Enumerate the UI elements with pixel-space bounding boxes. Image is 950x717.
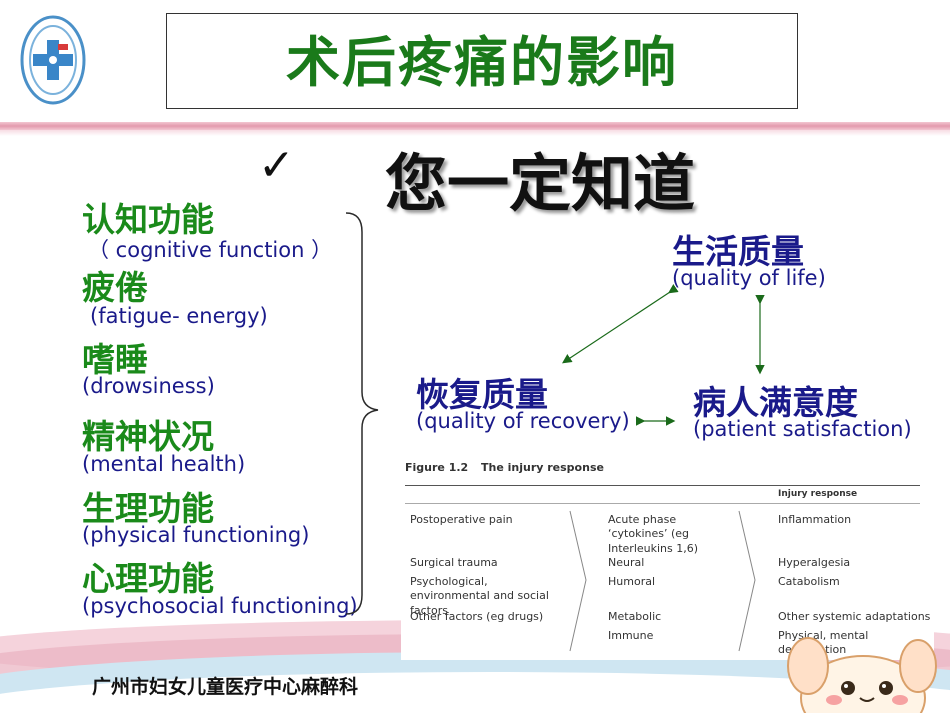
effect-zh-psychosocial: 心理功能	[82, 559, 214, 598]
footer-department: 广州市妇女儿童医疗中心麻醉科	[92, 676, 359, 698]
figure-caption-number: Figure 1.2	[405, 461, 469, 474]
recovery-en: (quality of recovery)	[416, 409, 630, 433]
quality-of-life-en: (quality of life)	[672, 266, 826, 290]
figure-col1-item: Other factors (eg drugs)	[410, 610, 544, 623]
effect-en-mental: (mental health)	[82, 452, 246, 476]
satisfaction-zh: 病人满意度	[693, 383, 858, 422]
figure-col2-item: Acute phase ‘cytokines’ (eg Interleukins…	[608, 513, 699, 555]
header-band-shadow	[0, 130, 950, 136]
figure-header-rule	[405, 503, 920, 504]
checkmark-icon: ✓	[258, 140, 295, 191]
title-box	[166, 13, 798, 109]
figure-col2-item: Metabolic	[608, 610, 662, 623]
figure-col1-item: Surgical trauma	[410, 556, 498, 569]
figure-col3-item: Other systemic adaptations	[778, 610, 931, 623]
effect-en-drowsiness: (drowsiness)	[82, 374, 215, 398]
figure-col1-item: Postoperative pain	[410, 513, 513, 526]
figure-col1-item: Psychological, environmental and social …	[410, 575, 549, 617]
figure-col3-item: Hyperalgesia	[778, 556, 851, 569]
effect-en-fatigue: (fatigue- energy)	[90, 304, 268, 328]
figure-col2-item: Neural	[608, 556, 645, 569]
effect-zh-mental: 精神状况	[82, 417, 214, 456]
figure-top-rule	[405, 485, 920, 486]
injury-response-figure: Figure 1.2 The injury response Injury re…	[401, 455, 934, 660]
effect-zh-fatigue: 疲倦	[82, 268, 148, 307]
effect-en-psychosocial: (psychosocial functioning)	[82, 594, 358, 618]
quality-of-life-zh: 生活质量	[672, 232, 804, 271]
effect-en-cognitive: （ cognitive function ）	[88, 238, 333, 262]
headline: 您一定知道	[385, 147, 696, 220]
effect-zh-drowsiness: 嗜睡	[82, 340, 148, 379]
figure-col3-item: Catabolism	[778, 575, 840, 588]
figure-header-injury-response: Injury response	[778, 489, 858, 499]
effect-zh-cognitive: 认知功能	[82, 200, 214, 239]
figure-chevrons	[569, 510, 756, 652]
cartoon-mascot	[768, 636, 938, 717]
hospital-logo	[20, 14, 86, 106]
header-band	[0, 122, 950, 130]
effect-zh-physical: 生理功能	[82, 489, 214, 528]
figure-col2-item: Immune	[608, 629, 654, 642]
figure-col2-item: Humoral	[608, 575, 656, 588]
effect-en-physical: (physical functioning)	[82, 523, 310, 547]
arrow-life-recovery	[561, 284, 679, 364]
recovery-zh: 恢复质量	[416, 375, 548, 414]
page-title: 术后疼痛的影响	[286, 30, 678, 94]
satisfaction-en: (patient satisfaction)	[693, 417, 912, 441]
figure-caption-title: The injury response	[481, 461, 604, 474]
figure-col3-item: Inflammation	[778, 513, 852, 526]
curly-brace	[345, 212, 379, 615]
